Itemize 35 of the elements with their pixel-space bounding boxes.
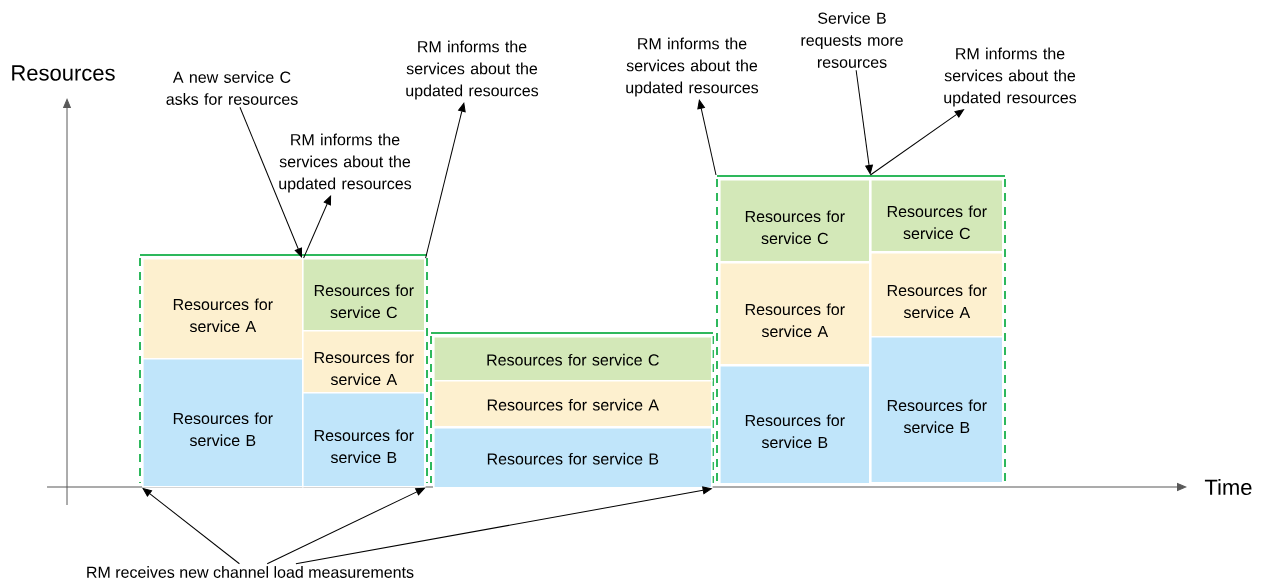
annotation-text: RM informs the services about the updated resources bbox=[406, 40, 539, 100]
resource-block: Resources for service A bbox=[433, 380, 713, 428]
arrow bbox=[697, 99, 717, 176]
resource-block: Resources for service A bbox=[719, 262, 871, 366]
arrow bbox=[239, 106, 302, 258]
resource-block: Resources for service B bbox=[302, 392, 426, 488]
resource-block: Resources for service B bbox=[142, 358, 304, 488]
arrow bbox=[869, 109, 965, 176]
resource-block: Resources for service B bbox=[719, 365, 871, 485]
resource-block: Resources for service A bbox=[870, 252, 1004, 338]
arrow bbox=[303, 195, 332, 259]
arrow bbox=[425, 102, 466, 259]
annotation-text: RM informs the services about the updated resources bbox=[944, 47, 1077, 107]
resource-block: Resources for service A bbox=[142, 258, 304, 360]
arrow bbox=[142, 487, 240, 565]
annotation-text: RM informs the services about the updated resources bbox=[279, 133, 412, 193]
resource-block: Resources for service C bbox=[433, 336, 713, 382]
annotation-text: A new service C asks for resources bbox=[166, 71, 298, 105]
annotation-text: Service B requests more resources bbox=[801, 12, 903, 68]
axis-label: Resources bbox=[12, 65, 115, 81]
resource-block: Resources for service A bbox=[302, 330, 426, 394]
resource-block: Resources for service C bbox=[870, 179, 1004, 253]
resource-block: Resources for service B bbox=[870, 336, 1004, 484]
resource-block: Resources for service C bbox=[719, 179, 871, 263]
period-frame bbox=[716, 175, 1006, 484]
annotation-text: RM receives new channel load measurements bbox=[87, 566, 414, 578]
resource-block: Resources for service C bbox=[302, 258, 426, 332]
arrow bbox=[855, 69, 873, 175]
annotation-text: RM informs the services about the updated resources bbox=[626, 37, 759, 97]
period-frame bbox=[139, 254, 428, 484]
axis-label: Time bbox=[1204, 478, 1252, 496]
arrow bbox=[266, 487, 425, 565]
arrow bbox=[295, 486, 712, 565]
period-frame bbox=[430, 332, 714, 484]
resource-block: Resources for service B bbox=[433, 427, 713, 489]
